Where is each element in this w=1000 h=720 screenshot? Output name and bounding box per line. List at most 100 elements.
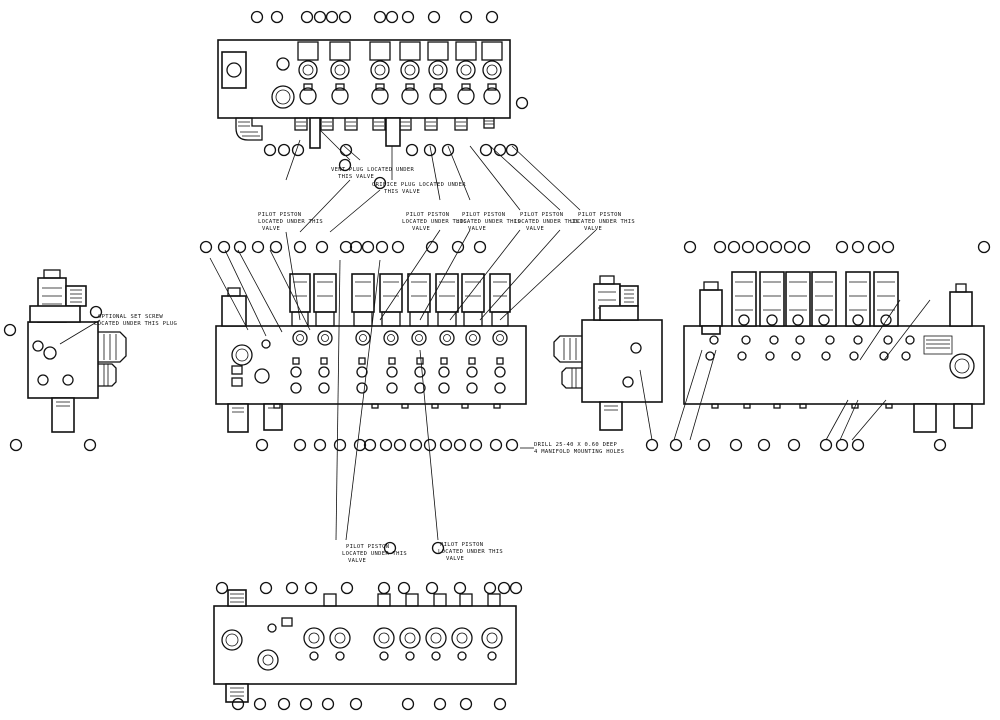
balloon-callout bbox=[515, 96, 529, 110]
balloon-callout bbox=[293, 240, 307, 254]
balloon-callout bbox=[729, 438, 743, 452]
leader-line bbox=[859, 299, 901, 361]
front-valve-port bbox=[292, 330, 308, 346]
balloon-callout bbox=[251, 240, 265, 254]
bottom-manifold-block bbox=[213, 605, 517, 685]
leader-line bbox=[449, 229, 521, 321]
right-main-port bbox=[949, 353, 975, 379]
top-fitting bbox=[320, 117, 334, 131]
top-underside-fittings bbox=[294, 117, 468, 149]
balloon-callout bbox=[493, 697, 507, 711]
front-valve-port bbox=[439, 330, 455, 346]
top-valve-cap bbox=[329, 41, 351, 61]
leader-line bbox=[479, 229, 561, 321]
right-solenoid-valve bbox=[811, 271, 837, 327]
leader-line bbox=[883, 299, 931, 361]
balloon-callout bbox=[459, 10, 473, 24]
right-port bbox=[791, 351, 801, 361]
top-fitting bbox=[372, 117, 386, 131]
balloon-callout bbox=[385, 10, 399, 24]
top-valve-row bbox=[297, 41, 503, 105]
balloon-callout bbox=[391, 240, 405, 254]
right-port bbox=[905, 335, 915, 345]
front-cartridge-1 bbox=[227, 403, 249, 433]
front-lower-port bbox=[290, 382, 302, 394]
balloon-callout bbox=[505, 143, 519, 157]
right-port bbox=[737, 351, 747, 361]
top-view bbox=[217, 39, 511, 149]
top-valve-port bbox=[298, 60, 318, 80]
front-lower-port bbox=[438, 366, 450, 378]
top-valve-lower-port bbox=[299, 87, 317, 105]
leader-line bbox=[469, 145, 521, 211]
balloon-callout bbox=[199, 240, 213, 254]
balloon-callout bbox=[291, 143, 305, 157]
front-lower-port bbox=[494, 382, 506, 394]
right-small-block bbox=[581, 319, 663, 403]
bottom-view bbox=[213, 589, 517, 703]
balloon-callout bbox=[333, 438, 347, 452]
front-solenoid-valve bbox=[313, 273, 337, 313]
balloon-callout bbox=[277, 143, 291, 157]
top-valve-port bbox=[400, 60, 420, 80]
right-port bbox=[795, 335, 805, 345]
balloon-callout bbox=[881, 240, 895, 254]
balloon-callout bbox=[433, 697, 447, 711]
balloon-callout bbox=[373, 176, 387, 190]
balloon-callout bbox=[277, 697, 291, 711]
balloon-callout bbox=[787, 438, 801, 452]
top-valve-lower-port bbox=[401, 87, 419, 105]
balloon-callout bbox=[819, 438, 833, 452]
balloon-callout bbox=[338, 10, 352, 24]
front-lower-port bbox=[386, 366, 398, 378]
balloon-callout bbox=[851, 240, 865, 254]
balloon-callout bbox=[321, 697, 335, 711]
front-lower-port bbox=[466, 366, 478, 378]
leader-line bbox=[299, 179, 351, 233]
balloon-callout bbox=[835, 438, 849, 452]
balloon-callout bbox=[741, 240, 755, 254]
leader-line bbox=[379, 229, 441, 321]
front-solenoid-valve bbox=[289, 273, 311, 313]
balloon-callout bbox=[233, 240, 247, 254]
balloon-callout bbox=[497, 581, 511, 595]
balloon-callout bbox=[299, 697, 313, 711]
right-port bbox=[769, 335, 779, 345]
right-port bbox=[853, 335, 863, 345]
leader-line bbox=[429, 145, 441, 201]
top-valve-port bbox=[370, 60, 390, 80]
top-valve-cap bbox=[399, 41, 421, 61]
balloon-callout bbox=[304, 581, 318, 595]
balloon-callout bbox=[215, 581, 229, 595]
front-main-port bbox=[231, 344, 253, 366]
top-valve-port bbox=[456, 60, 476, 80]
balloon-callout bbox=[401, 697, 415, 711]
top-valve-cap bbox=[297, 41, 319, 61]
leader-line bbox=[689, 349, 717, 441]
balloon-callout bbox=[797, 240, 811, 254]
balloon-callout bbox=[259, 581, 273, 595]
right-port bbox=[825, 335, 835, 345]
right-solenoid-valve bbox=[785, 271, 811, 327]
leader-line bbox=[345, 259, 381, 541]
balloon-callout bbox=[383, 541, 397, 555]
front-left-solenoid bbox=[221, 295, 247, 327]
front-valve-port bbox=[411, 330, 427, 346]
balloon-callout bbox=[231, 697, 245, 711]
balloon-callout bbox=[453, 581, 467, 595]
leader-line bbox=[825, 399, 849, 441]
right-port bbox=[709, 335, 719, 345]
right-side-view bbox=[553, 271, 985, 433]
balloon-callout bbox=[783, 240, 797, 254]
balloon-callout bbox=[683, 240, 697, 254]
balloon-callout bbox=[313, 438, 327, 452]
balloon-callout bbox=[375, 240, 389, 254]
front-solenoid-valve bbox=[435, 273, 459, 313]
front-lower-port bbox=[290, 366, 302, 378]
balloon-callout bbox=[270, 10, 284, 24]
top-valve-cap bbox=[481, 41, 503, 61]
front-solenoid-valve bbox=[461, 273, 485, 313]
